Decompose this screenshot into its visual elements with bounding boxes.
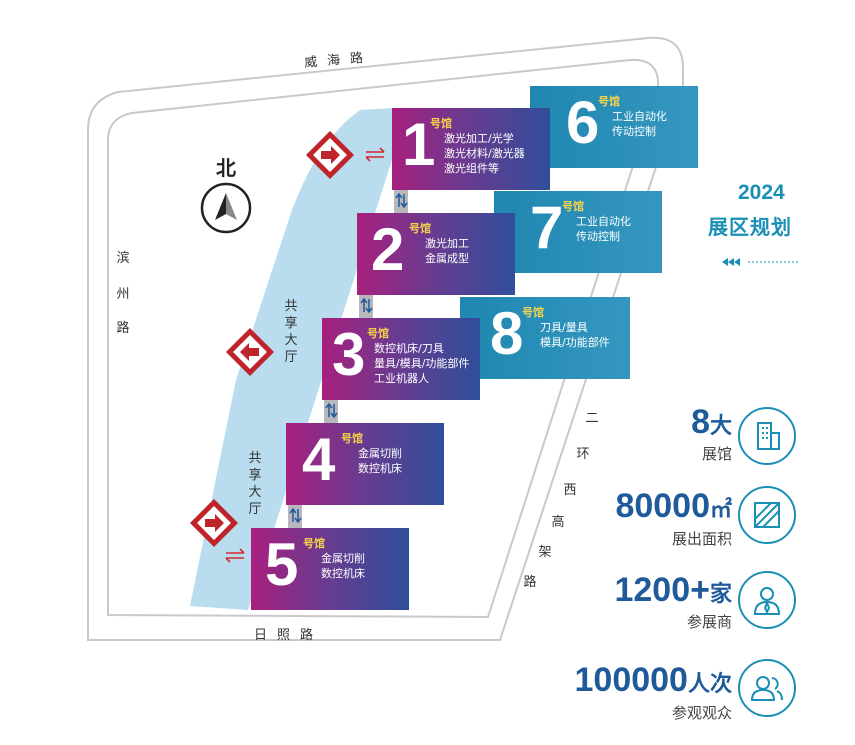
hall-5[interactable]: 5 号馆 金属切削 数控机床 <box>251 528 409 610</box>
entrance-icon <box>305 130 355 180</box>
hall-2[interactable]: 2 号馆 激光加工 金属成型 <box>357 213 515 295</box>
compass-label: 北 <box>216 156 236 180</box>
stat-area-value: 80000㎡ <box>615 487 732 525</box>
stat-area-label: 展出面积 <box>671 530 732 548</box>
hall-description: 金属切削 数控机床 <box>358 447 402 475</box>
hall-number: 4 <box>302 426 336 493</box>
connector-2-3 <box>359 294 373 318</box>
connector-1-2 <box>394 189 408 213</box>
hall-suffix: 号馆 <box>341 432 363 445</box>
north-arrow-icon <box>200 182 252 234</box>
hall-description: 金属切削 数控机床 <box>321 552 365 580</box>
stat-exhibitors-label: 参展商 <box>686 613 732 631</box>
stat-exhibitors-value: 1200+家 <box>614 571 732 609</box>
hall-1[interactable]: 1 号馆 激光加工/光学 激光材料/激光器 激光组件等 <box>392 108 550 190</box>
hall-number: 5 <box>265 531 299 598</box>
building-icon <box>738 407 796 465</box>
hall-description: 数控机床/刀具 量具/模具/功能部件 工业机器人 <box>374 342 470 385</box>
road-south-label: 日照路 <box>254 628 324 643</box>
visitors-icon <box>738 659 796 717</box>
stat-visitors-label: 参观观众 <box>671 704 732 722</box>
hall-suffix: 号馆 <box>598 95 620 108</box>
hall-suffix: 号馆 <box>409 222 431 235</box>
connector-4-5 <box>288 504 302 528</box>
hall-suffix: 号馆 <box>303 537 325 550</box>
hall-3[interactable]: 3 号馆 数控机床/刀具 量具/模具/功能部件 工业机器人 <box>322 318 480 400</box>
hall-7[interactable]: 7 号馆 工业自动化 传动控制 <box>494 191 662 273</box>
shared-hall-area <box>190 108 392 610</box>
hall-suffix: 号馆 <box>367 327 389 340</box>
entrance-icon <box>225 327 275 377</box>
hall-suffix: 号馆 <box>430 117 452 130</box>
area-icon <box>738 486 796 544</box>
hall-4[interactable]: 4 号馆 金属切削 数控机床 <box>286 423 444 505</box>
stat-halls-value: 8大 <box>691 403 732 441</box>
hall-description: 激光加工/光学 激光材料/激光器 激光组件等 <box>444 132 525 175</box>
hall-number: 1 <box>402 111 436 178</box>
hall-number: 2 <box>371 216 405 283</box>
hall-description: 激光加工 金属成型 <box>425 237 469 265</box>
plan-year: 2024 <box>738 181 785 204</box>
hall-number: 3 <box>332 321 366 388</box>
stat-halls-label: 展馆 <box>701 445 732 463</box>
stat-visitors-value: 100000人次 <box>574 661 732 699</box>
plan-title: 展区规划 <box>708 215 792 239</box>
hall-description: 刀具/量具 模具/功能部件 <box>540 321 610 349</box>
hall-8[interactable]: 8 号馆 刀具/量具 模具/功能部件 <box>460 297 630 379</box>
hall-6[interactable]: 6 号馆 工业自动化 传动控制 <box>530 86 698 168</box>
exhibitor-icon <box>738 571 796 629</box>
connector-arrows <box>289 192 408 524</box>
plan-chevrons-icon <box>722 258 740 266</box>
connector-3-4 <box>324 399 338 423</box>
hall-number: 8 <box>490 300 524 367</box>
hall-description: 工业自动化 传动控制 <box>612 110 667 138</box>
entrance-icon <box>189 498 239 548</box>
hall-suffix: 号馆 <box>522 306 544 319</box>
hall-number: 6 <box>566 89 600 156</box>
hall-number: 7 <box>530 194 564 261</box>
hall-suffix: 号馆 <box>562 200 584 213</box>
road-ring-inner <box>107 58 660 619</box>
hall-description: 工业自动化 传动控制 <box>576 215 631 243</box>
road-ring-outer <box>87 36 684 641</box>
entry-arrows <box>225 147 385 563</box>
